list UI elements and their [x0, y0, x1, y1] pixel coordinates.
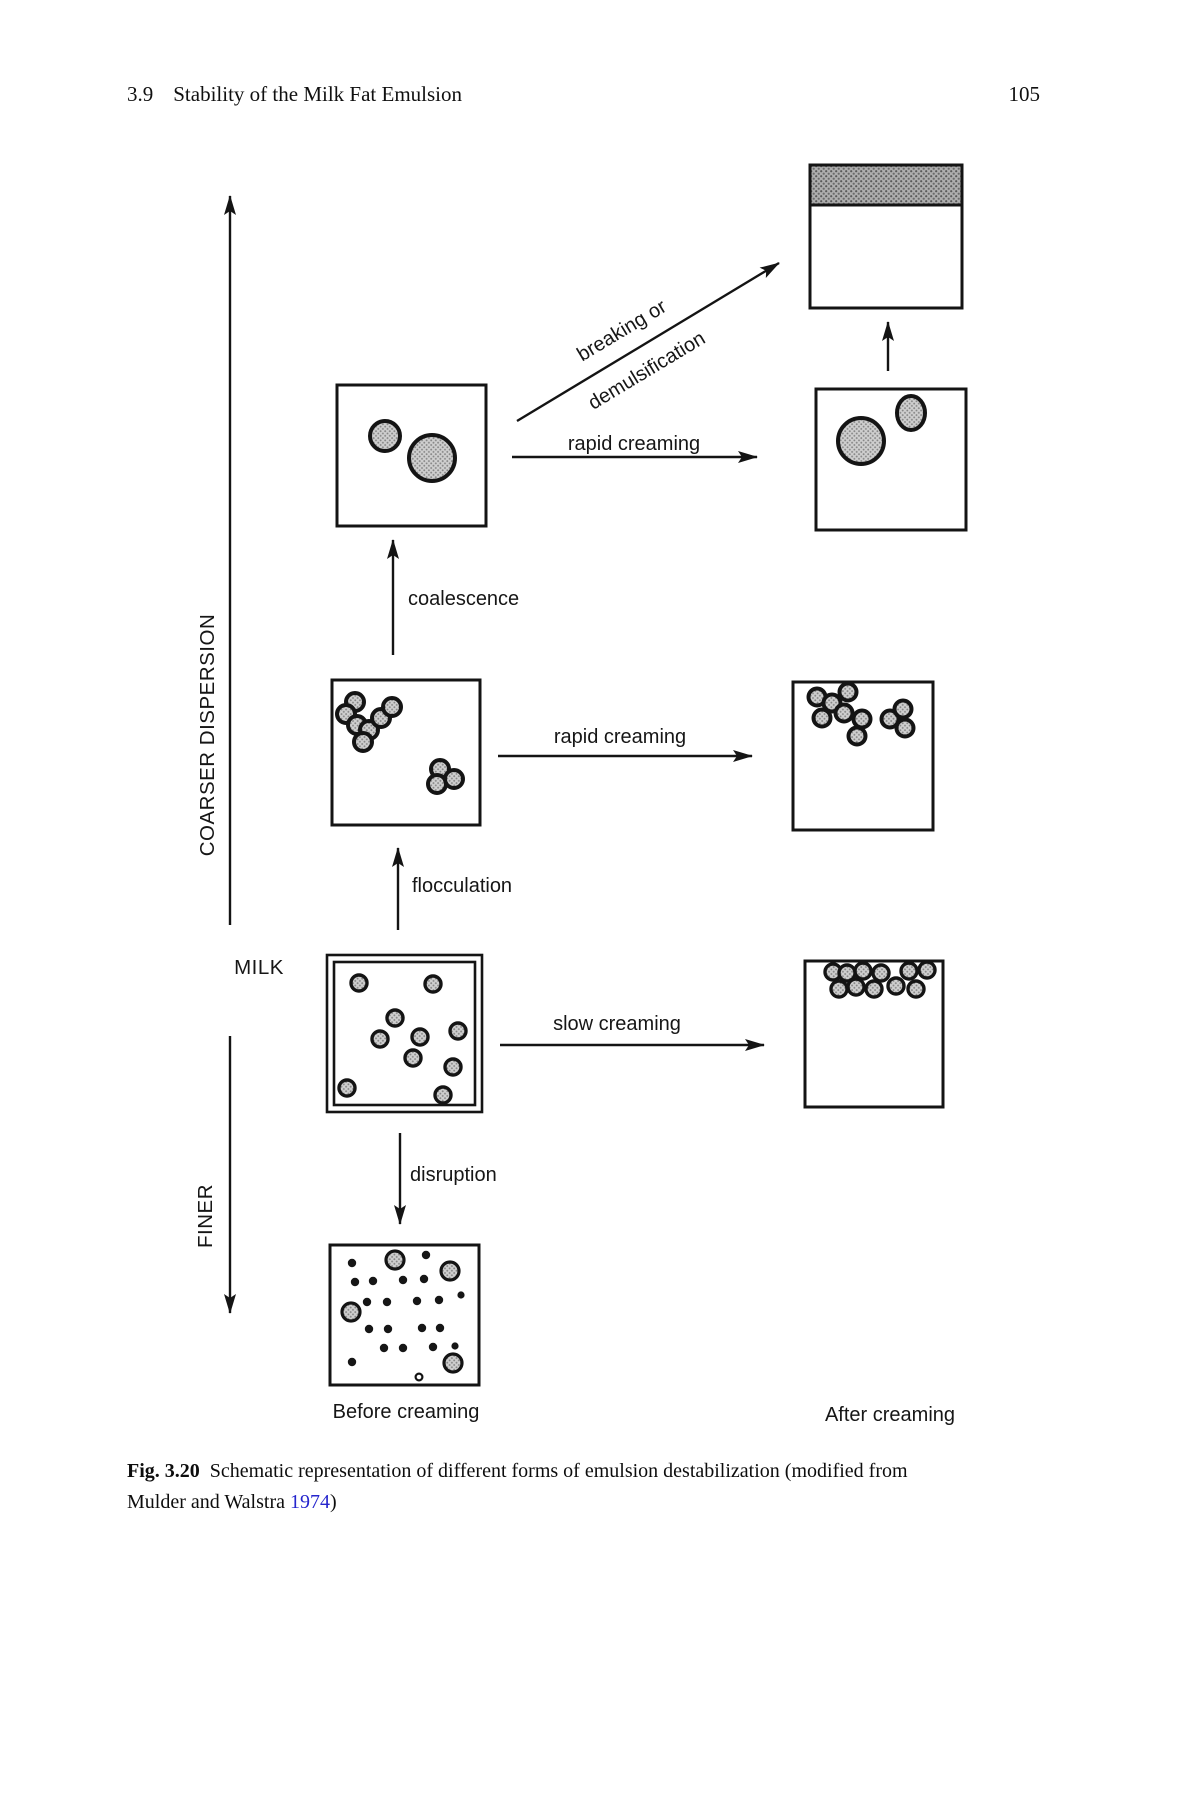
box-demulsified	[808, 163, 964, 310]
caption-text-line2: Mulder and Walstra	[127, 1491, 290, 1513]
rapid-creaming-top-label: rapid creaming	[568, 433, 700, 455]
after-creaming-label: After creaming	[825, 1404, 955, 1426]
disruption-label: disruption	[410, 1164, 497, 1186]
coarser-dispersion-label: COARSER DISPERSION	[196, 614, 219, 857]
caption-line-1: Fig. 3.20 Schematic representation of dif…	[127, 1456, 972, 1487]
milk-label: MILK	[234, 956, 284, 979]
before-creaming-label: Before creaming	[333, 1401, 480, 1423]
process-arrows	[387, 261, 894, 1225]
fat-globules-milk	[337, 973, 468, 1105]
box-coalesced	[335, 383, 488, 528]
size-axis: COARSER DISPERSION FINER MILK	[194, 195, 284, 1314]
page-number: 105	[1008, 82, 1041, 106]
fat-globules-flocculated-creamed	[806, 681, 916, 747]
figure-label: Fig. 3.20	[127, 1460, 200, 1482]
finer-label: FINER	[194, 1184, 217, 1248]
citation-link-1974[interactable]: 1974	[289, 1491, 330, 1513]
box-milk-creamed	[803, 959, 945, 1109]
fat-globules-disrupted	[340, 1249, 465, 1382]
fat-globules-coalesced	[368, 419, 457, 483]
box-coalesced-creamed	[814, 387, 968, 532]
caption-text-line1: Schematic representation of different fo…	[209, 1460, 908, 1482]
section-number: 3.9	[127, 82, 154, 106]
box-milk	[325, 953, 484, 1114]
fat-globules-flocculated	[335, 691, 465, 795]
box-disrupted	[328, 1243, 481, 1387]
section-title: Stability of the Milk Fat Emulsion	[173, 82, 462, 106]
rapid-creaming-middle-label: rapid creaming	[554, 726, 686, 748]
fat-globules-milk-creamed	[823, 960, 937, 999]
slow-creaming-label: slow creaming	[553, 1013, 681, 1035]
caption-closing-paren: )	[329, 1491, 337, 1513]
box-flocculated	[330, 678, 482, 827]
box-flocculated-creamed	[791, 680, 935, 832]
flocculation-label: flocculation	[412, 875, 512, 897]
separated-fat-layer	[808, 163, 964, 207]
coalescence-label: coalescence	[408, 588, 519, 610]
running-header: 3.9 Stability of the Milk Fat Emulsion	[127, 82, 1040, 107]
process-labels: breaking or demulsification rapid creami…	[333, 295, 955, 1426]
fat-globules-coalesced-creamed	[836, 394, 927, 466]
figure-caption: Fig. 3.20 Schematic representation of dif…	[127, 1456, 972, 1518]
breaking-arrow	[516, 261, 780, 423]
caption-line-2: Mulder and Walstra 1974)	[127, 1487, 972, 1518]
